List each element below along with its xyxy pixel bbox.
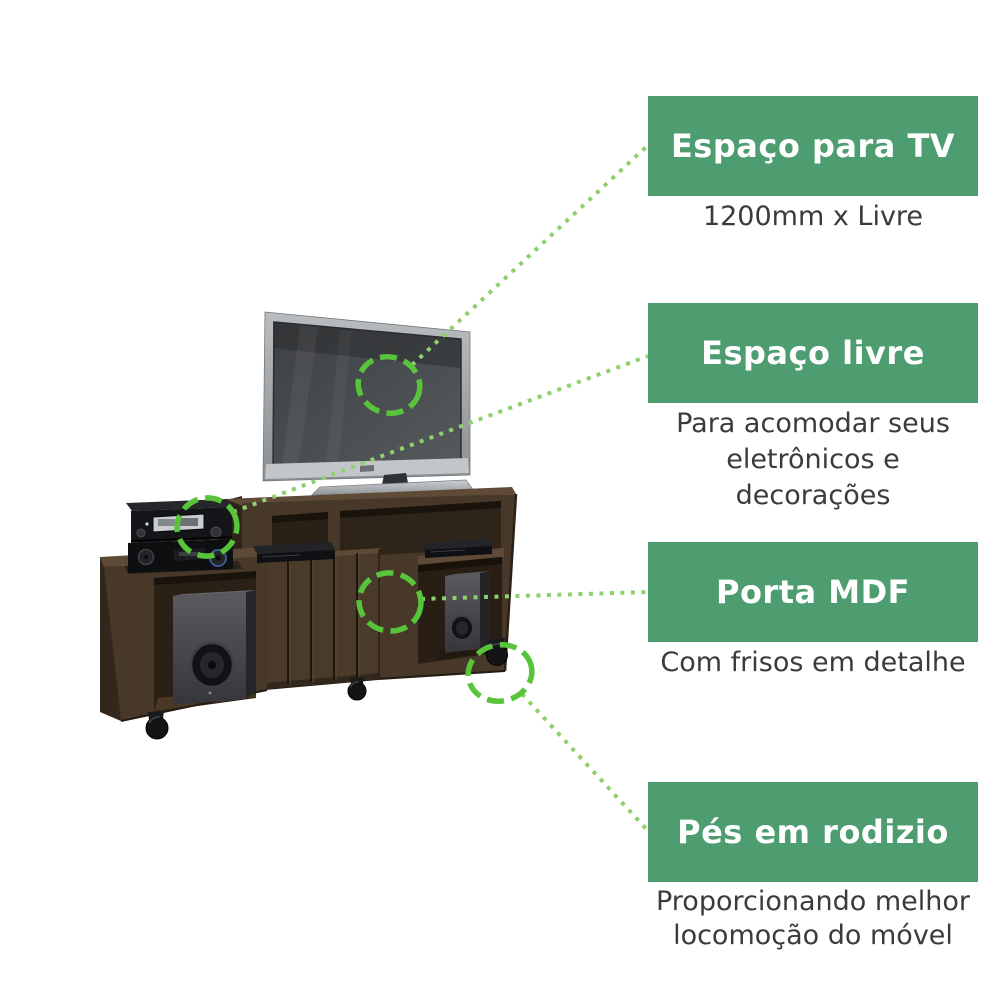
caster-wheel [145, 716, 169, 740]
label-box-espaco-para-tv: Espaço para TV [648, 96, 978, 196]
label-title: Pés em rodizio [677, 813, 949, 851]
caption-pes-em-rodizio: Proporcionando melhor locomoção do móvel [648, 885, 978, 953]
caster-wheel-highlight [148, 715, 161, 724]
caption-line: Com frisos em detalhe [660, 647, 966, 678]
caster-wheel-right [486, 638, 508, 666]
caption-line: locomoção do móvel [673, 920, 953, 951]
label-title: Espaço para TV [670, 127, 956, 165]
door-panel [265, 548, 380, 689]
amplifier-panel-strip [179, 552, 200, 556]
tv-logo [360, 465, 374, 472]
dvd-player-right [421, 539, 492, 558]
stereo-receiver-top [126, 499, 233, 511]
speaker-top [173, 590, 256, 596]
door-bottom-shadow [265, 673, 380, 689]
rack-door [265, 548, 380, 689]
dvd-top [421, 539, 492, 550]
label-box-pes-em-rodizio: Pés em rodizio [648, 782, 978, 882]
dvd-front-detail [429, 549, 466, 553]
rack-niche-upper-left-shadow [272, 512, 328, 523]
connector-lines [232, 145, 652, 835]
caption-line: eletrônicos e [726, 444, 900, 475]
stereo-knob-small [210, 526, 222, 538]
rack-niche-lower-right-shadow [418, 557, 502, 572]
speaker-front [445, 573, 480, 653]
tv-screen-reflection [326, 330, 352, 465]
dvd-player-left [253, 542, 335, 563]
annotation-pes-em-rodizio: Pés em rodizio Proporcionando melhor loc… [648, 782, 978, 953]
left-speaker [173, 590, 256, 705]
caster-wheel-center [347, 677, 367, 701]
caption-porta-mdf: Com frisos em detalhe [648, 645, 978, 681]
right-speaker [438, 571, 492, 660]
stereo-knob-small [136, 528, 146, 538]
annotation-espaco-livre: Espaço livre Para acomodar seus eletrôni… [648, 303, 978, 514]
caption-espaco-livre: Para acomodar seus eletrônicos e decoraç… [648, 406, 978, 514]
connector-line-tv [410, 145, 648, 367]
tv [262, 311, 475, 496]
caption-espaco-para-tv: 1200mm x Livre [648, 199, 978, 235]
connector-line-door [420, 590, 649, 601]
caption-line: Proporcionando melhor [655, 886, 971, 917]
caption-line: Para acomodar seus [676, 408, 950, 439]
tv-screen-reflection [273, 322, 461, 368]
caption-line: decorações [735, 480, 891, 511]
dvd-front [425, 546, 492, 558]
label-box-espaco-livre: Espaço livre [648, 303, 978, 403]
dvd-top [253, 542, 335, 554]
stereo-display-segment [179, 518, 198, 526]
speaker-driver-cone [456, 621, 468, 635]
stereo-system [124, 499, 242, 574]
highlight-circle-stereo [174, 495, 240, 559]
highlight-circle-tv [355, 354, 423, 416]
rack-niche-upper-right-shadow [340, 501, 501, 518]
speaker-top [445, 571, 490, 576]
dvd-front [257, 550, 335, 563]
highlight-circle-door [356, 570, 424, 634]
stereo-indicator-light [145, 522, 149, 526]
highlight-circle-caster [465, 642, 535, 704]
rack-right-edge [503, 493, 518, 672]
label-title: Porta MDF [715, 573, 910, 611]
speaker-driver-cap [208, 661, 216, 669]
amplifier-knob-left-dot [144, 555, 148, 559]
caption-line: 1200mm x Livre [702, 201, 924, 232]
label-title: Espaço livre [701, 334, 925, 372]
speaker-side [246, 590, 256, 699]
dvd-front-detail [261, 554, 301, 558]
cabinet-opening-shadow [154, 571, 256, 585]
stereo-display-segment [158, 519, 175, 526]
speaker-logo [208, 691, 212, 695]
connector-line-stereo [232, 354, 649, 514]
highlight-circles [174, 354, 535, 704]
label-box-porta-mdf: Porta MDF [648, 542, 978, 642]
caster-wheel-highlight [349, 681, 360, 688]
caster-wheel-left [145, 711, 169, 740]
annotation-espaco-para-tv: Espaço para TV 1200mm x Livre [648, 96, 978, 235]
annotation-porta-mdf: Porta MDF Com frisos em detalhe [648, 542, 978, 681]
connector-line-caster [520, 692, 652, 835]
tv-screen-reflection [282, 325, 318, 468]
amplifier-knob-right-dot [215, 555, 221, 561]
speaker-side [480, 571, 490, 649]
